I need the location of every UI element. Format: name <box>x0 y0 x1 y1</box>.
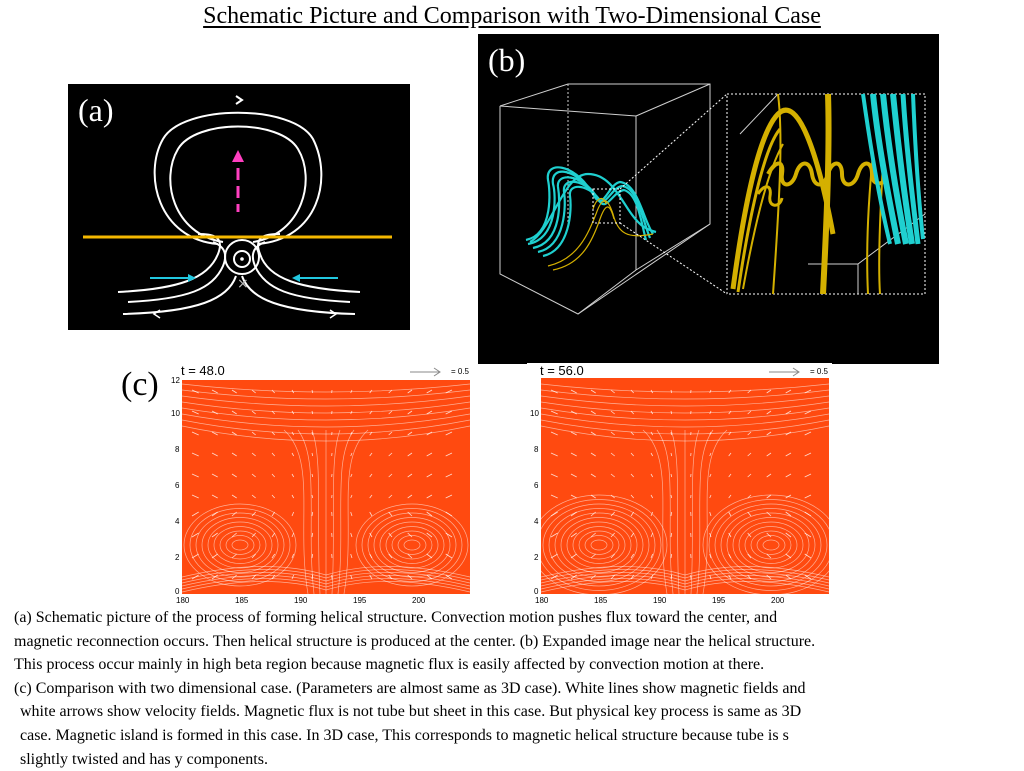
y-tick: 2 <box>175 553 179 562</box>
convection-arrow-left-icon <box>150 274 196 282</box>
y-tick: 8 <box>534 445 538 454</box>
simulation-plot-t48: t = 48.0 = 0.5 12 10 8 6 4 2 0 180 185 1… <box>168 363 473 603</box>
caption-line: magnetic reconnection occurs. Then helic… <box>14 630 1020 654</box>
simulation-plot-t56: t = 56.0 = 0.5 10 8 6 4 2 0 180 185 190 … <box>527 363 832 603</box>
reference-vector-label: = 0.5 <box>451 367 469 376</box>
y-tick: 8 <box>175 445 179 454</box>
panel-b-3d-render: (b) <box>478 34 939 364</box>
caption-line: (a) Schematic picture of the process of … <box>14 606 1020 630</box>
x-point-marker: × <box>237 276 249 292</box>
x-tick: 195 <box>353 596 366 605</box>
convection-arrow-right-icon <box>292 274 338 282</box>
y-tick: 6 <box>175 481 179 490</box>
arrowhead-icon <box>236 96 242 104</box>
panel-a-label: (a) <box>78 94 114 126</box>
x-tick: 190 <box>653 596 666 605</box>
caption-line: slightly twisted and has y components. <box>14 748 1020 771</box>
y-tick: 2 <box>534 553 538 562</box>
y-tick: 10 <box>171 409 180 418</box>
x-tick: 200 <box>771 596 784 605</box>
x-tick: 195 <box>712 596 725 605</box>
flux-tube-render <box>478 34 939 364</box>
x-tick: 185 <box>235 596 248 605</box>
y-tick: 12 <box>171 376 180 385</box>
field-plot <box>527 363 832 603</box>
y-tick: 0 <box>534 587 538 596</box>
y-tick: 4 <box>534 517 538 526</box>
reference-vector-label: = 0.5 <box>810 367 828 376</box>
x-tick: 180 <box>535 596 548 605</box>
x-tick: 180 <box>176 596 189 605</box>
x-tick: 190 <box>294 596 307 605</box>
panel-c-label: (c) <box>121 368 159 402</box>
x-tick: 200 <box>412 596 425 605</box>
x-tick: 185 <box>594 596 607 605</box>
caption-line: case. Magnetic island is formed in this … <box>14 724 1020 748</box>
caption-line: (c) Comparison with two dimensional case… <box>14 677 1020 701</box>
y-tick: 0 <box>175 587 179 596</box>
figure-caption: (a) Schematic picture of the process of … <box>14 606 1020 771</box>
y-tick: 4 <box>175 517 179 526</box>
field-plot <box>168 363 473 603</box>
arrowhead-icon <box>154 310 160 318</box>
caption-line: white arrows show velocity fields. Magne… <box>14 700 1020 724</box>
schematic-diagram: × <box>68 84 410 330</box>
y-tick: 6 <box>534 481 538 490</box>
caption-line: This process occur mainly in high beta r… <box>14 653 1020 677</box>
panel-a-schematic: (a) × <box>68 84 410 330</box>
slide-title: Schematic Picture and Comparison with Tw… <box>0 2 1024 30</box>
panel-b-label: (b) <box>488 44 525 76</box>
rise-arrow-icon <box>232 150 244 212</box>
y-tick: 10 <box>530 409 539 418</box>
